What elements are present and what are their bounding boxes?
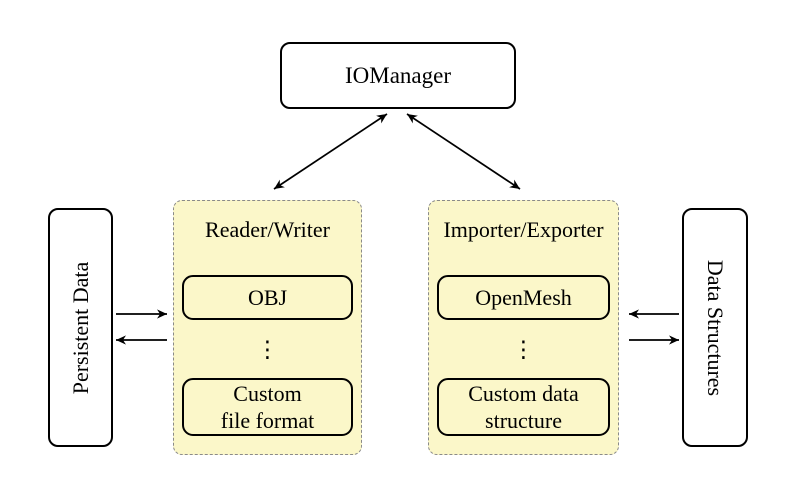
box-openmesh-label: OpenMesh	[475, 285, 572, 310]
node-iomanager-label: IOManager	[344, 62, 451, 88]
box-custom-file-format: Custom file format	[182, 378, 353, 436]
box-custom-file-format-line2: file format	[220, 408, 315, 433]
panel-reader-writer: Reader/Writer OBJ ⋮ Custom file format	[173, 200, 362, 455]
box-custom-data-structure: Custom data structure	[437, 378, 610, 436]
box-obj-label: OBJ	[247, 285, 288, 310]
box-openmesh: OpenMesh	[437, 275, 610, 320]
vdots-reader-writer: ⋮	[256, 337, 279, 363]
box-custom-data-structure-line1: Custom data	[468, 381, 579, 406]
box-custom-data-structure-line2: structure	[485, 408, 562, 433]
box-custom-file-format-line1: Custom	[233, 381, 302, 406]
panel-importer-exporter: Importer/Exporter OpenMesh ⋮ Custom data…	[428, 200, 619, 455]
box-obj: OBJ	[182, 275, 353, 320]
node-iomanager: IOManager	[280, 42, 516, 109]
arrow-iomanager-readerwriter	[273, 113, 388, 190]
node-persistent-data: Persistent Data	[48, 208, 113, 447]
vdots-importer-exporter: ⋮	[512, 337, 535, 363]
panel-reader-writer-title: Reader/Writer	[205, 217, 330, 242]
arrow-iomanager-importerexporter	[406, 113, 521, 190]
node-data-structures: Data Structures	[682, 208, 748, 447]
panel-importer-exporter-title: Importer/Exporter	[443, 217, 604, 242]
